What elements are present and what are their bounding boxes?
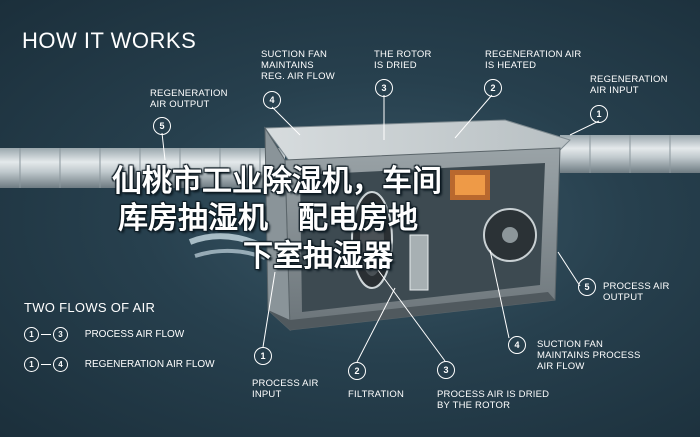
callout-5-bottom-badge: 5: [578, 278, 596, 296]
legend-heading: TWO FLOWS OF AIR: [24, 300, 156, 315]
legend-from-badge: 1: [24, 327, 39, 342]
callout-1-bottom-badge: 1: [254, 347, 272, 365]
overlay-line-2: 库房抽湿机 配电房地: [118, 201, 418, 236]
dehumidifier-unit: [188, 119, 571, 332]
legend-to-badge: 4: [53, 357, 68, 372]
overlay-line-3: 下室抽湿器: [243, 239, 393, 274]
callout-1-top-badge: 1: [590, 105, 608, 123]
regeneration-output-duct: [0, 148, 285, 188]
legend-from-badge: 1: [24, 357, 39, 372]
callout-3-top-badge: 3: [375, 79, 393, 97]
callout-filtration-text: FILTRATION: [348, 389, 405, 400]
callout-5-top-badge: 5: [153, 117, 171, 135]
callout-2-top-badge: 2: [484, 79, 502, 97]
callout-2-bottom-badge: 2: [348, 362, 366, 380]
callout-4-top-badge: 4: [263, 91, 281, 109]
callout-3-bottom-badge: 3: [437, 361, 455, 379]
page-title: HOW IT WORKS: [22, 28, 197, 53]
legend-label: REGENERATION AIR FLOW: [84, 359, 215, 371]
regeneration-input-duct: [560, 135, 700, 173]
callout-4-bottom-badge: 4: [508, 336, 526, 354]
overlay-line-1: 仙桃市工业除湿机，车间: [112, 164, 442, 199]
legend-to-badge: 3: [53, 327, 68, 342]
callout-leader-lines: [161, 94, 600, 363]
legend-label: PROCESS AIR FLOW: [84, 329, 185, 341]
